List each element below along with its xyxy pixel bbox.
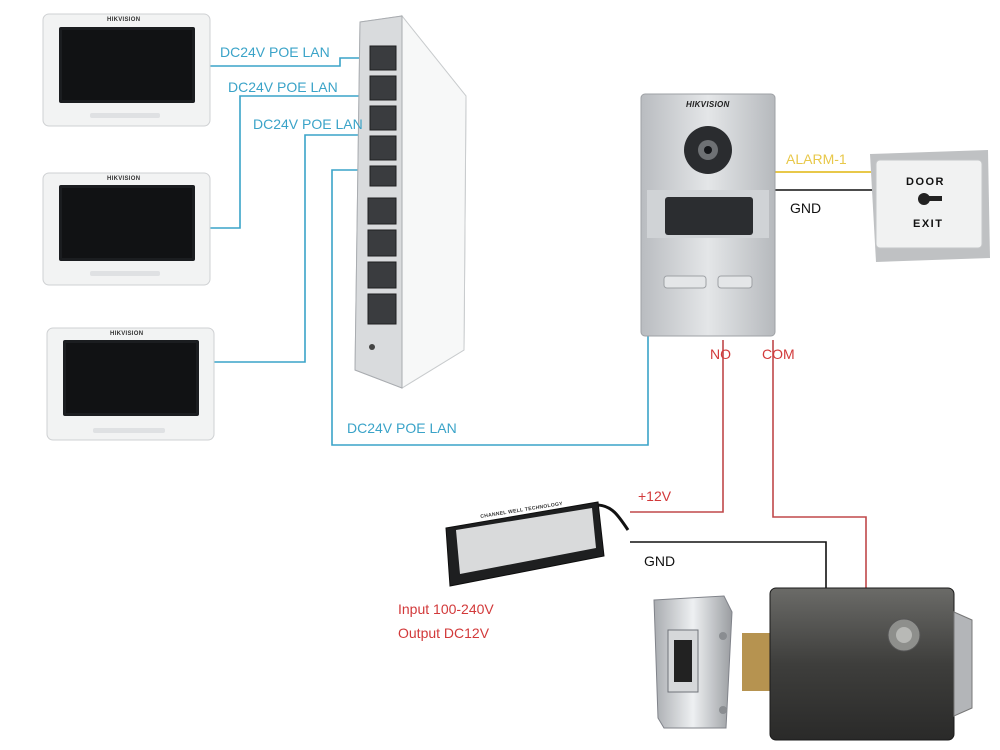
monitor-3-brand: HIKVISION <box>110 331 144 337</box>
poe-label-door-station: DC24V POE LAN <box>347 420 457 436</box>
switch-ports <box>367 45 397 325</box>
poe-wire-monitor-3 <box>210 134 372 363</box>
no-wire <box>630 340 724 513</box>
door-station <box>640 93 776 337</box>
monitor-1-brand: HIKVISION <box>107 17 141 23</box>
poe-wire-monitor-1 <box>210 57 372 67</box>
gnd-wire-lock <box>630 541 827 588</box>
alarm-label: ALARM-1 <box>786 151 847 167</box>
poe-switch <box>354 14 467 389</box>
indoor-monitor-3 <box>46 327 215 441</box>
com-wire <box>772 340 867 588</box>
gnd-label-lock: GND <box>644 553 676 569</box>
psu-output-label: Output DC12V <box>398 625 490 641</box>
poe-label-monitor-2: DC24V POE LAN <box>228 79 338 95</box>
exit-button-text-exit: EXIT <box>913 218 944 230</box>
psu-input-label: Input 100-240V <box>398 601 494 617</box>
door-station-brand: HIKVISION <box>686 100 730 109</box>
poe-wires <box>210 57 649 446</box>
gnd-label-exit-button: GND <box>790 200 822 216</box>
poe-wire-monitor-2 <box>210 95 372 229</box>
power-supply-adapter <box>445 501 630 587</box>
com-label: COM <box>762 346 795 362</box>
exit-button <box>870 150 990 262</box>
indoor-monitor-1 <box>42 13 211 127</box>
exit-button-text-door: DOOR <box>906 176 945 188</box>
poe-label-monitor-1: DC24V POE LAN <box>220 44 330 60</box>
no-label: NO <box>710 346 731 362</box>
electric-lock <box>653 587 973 741</box>
indoor-monitor-2 <box>42 172 211 286</box>
monitor-2-brand: HIKVISION <box>107 176 141 182</box>
poe-wire-door-station <box>331 169 649 446</box>
poe-label-monitor-3: DC24V POE LAN <box>253 116 363 132</box>
plus12v-label: +12V <box>638 488 672 504</box>
